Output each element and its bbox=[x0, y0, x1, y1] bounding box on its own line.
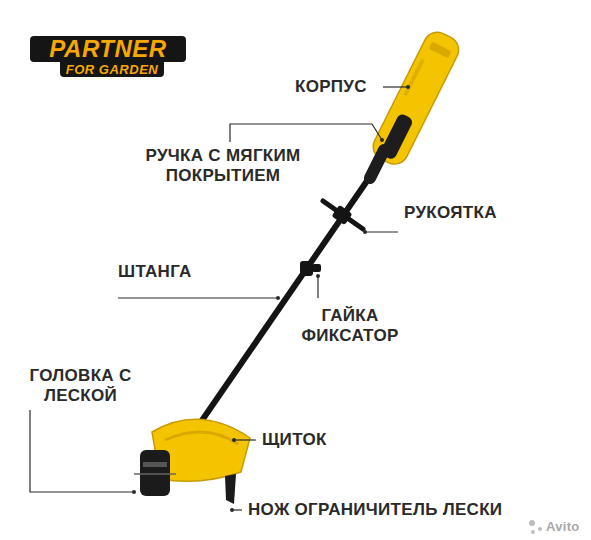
part-label: РУЧКА С МЯГКИМ ПОКРЫТИЕМ bbox=[128, 146, 318, 186]
watermark-dots bbox=[529, 520, 542, 534]
shaft bbox=[185, 165, 378, 445]
part-label: ГОЛОВКА С ЛЕСКОЙ bbox=[18, 366, 143, 406]
brand-logo: PARTNERFOR GARDEN bbox=[30, 36, 186, 77]
brand-name: PARTNER bbox=[30, 36, 186, 62]
leader-lines bbox=[30, 87, 408, 510]
lock-nut-knob bbox=[312, 264, 321, 272]
part-label: РУКОЯТКА bbox=[404, 203, 497, 223]
part-label: НОЖ ОГРАНИЧИТЕЛЬ ЛЕСКИ bbox=[248, 500, 502, 520]
lock-nut bbox=[300, 261, 313, 276]
part-label: ГАЙКА ФИКСАТОР bbox=[290, 306, 410, 346]
part-label: ШТАНГА bbox=[118, 262, 192, 282]
trimmer-line bbox=[134, 473, 176, 475]
trimmer-head bbox=[140, 450, 170, 496]
soft-grip bbox=[370, 150, 384, 178]
part-label: КОРПУС bbox=[295, 77, 367, 97]
handle-clamp bbox=[331, 205, 352, 226]
trimmer-head-ring bbox=[143, 462, 167, 467]
part-label: ЩИТОК bbox=[262, 430, 327, 450]
guard-rib bbox=[165, 432, 238, 444]
brand-tagline: FOR GARDEN bbox=[60, 62, 164, 77]
line-cutter bbox=[225, 474, 236, 504]
watermark: Avito bbox=[546, 517, 580, 537]
handle-bar bbox=[323, 201, 363, 229]
